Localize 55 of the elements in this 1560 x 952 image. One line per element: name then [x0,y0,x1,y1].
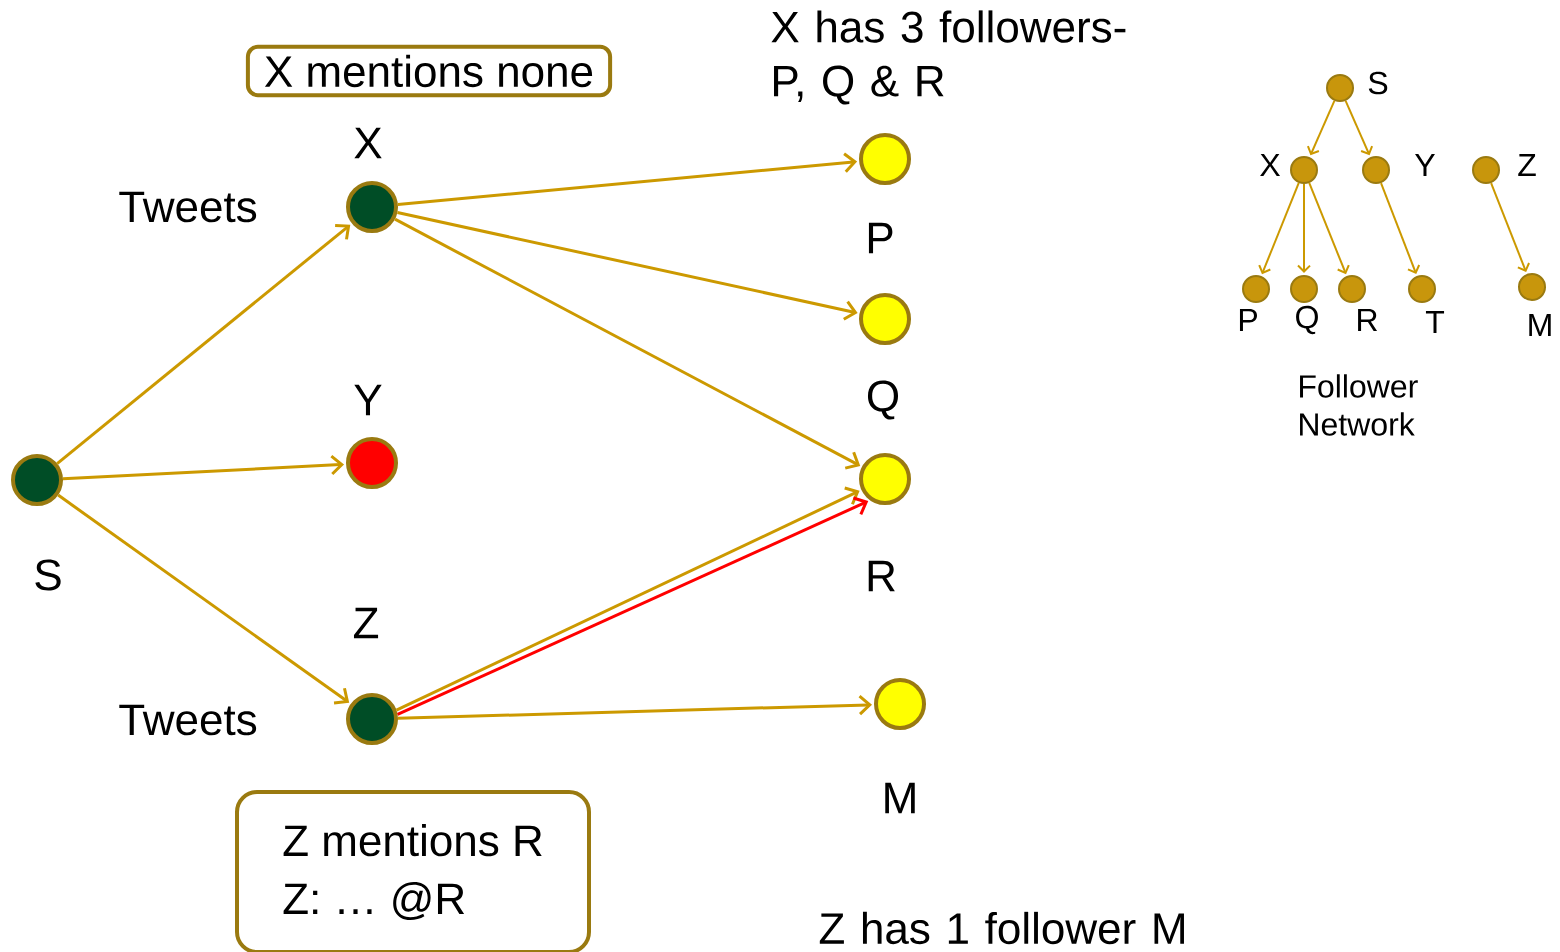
arrow [397,152,858,207]
node-label: R [1358,309,1378,331]
arrow [1490,182,1531,273]
node-label: Y [1415,154,1435,176]
circle-node [859,453,911,505]
tree-node [1290,156,1318,184]
text-box: X mentions none [245,44,613,98]
arrow [1344,99,1374,156]
text-box: Z mentions R Z: … @R [235,790,591,952]
tree-node [1242,275,1270,303]
node-label: X [354,127,382,159]
circle-node [346,693,398,745]
node-label: Z [354,607,379,639]
tree-node [1472,156,1500,184]
arrow [394,217,861,470]
circle-node [346,181,398,233]
arrow [62,454,345,481]
circle-node [859,293,911,345]
node-label: P [1239,309,1257,331]
arrow [397,211,858,321]
node-label: Z [1518,154,1536,176]
node-label: Q [867,380,898,420]
tree-node [1338,275,1366,303]
arrow [1380,182,1421,275]
circle-node [346,437,398,489]
caption: Follower Network [1300,374,1418,436]
circle-node [11,454,63,506]
tree-node [1362,156,1390,184]
tree-node [1290,275,1318,303]
tree-node [1326,74,1354,102]
node-label: M [1529,314,1551,336]
node-label: S [1368,71,1388,95]
arrow [1308,182,1350,275]
arrow [56,223,351,465]
arrow [1297,183,1311,273]
node-label: M [885,782,915,814]
tree-node [1518,273,1546,301]
node-label: P [868,222,893,254]
arrow [397,695,873,720]
node-label: X [1260,154,1280,176]
node-label: S [35,559,61,591]
node-label: R [868,560,895,592]
circle-node [859,133,911,185]
tree-node [1408,275,1436,303]
node-label: Q [1296,305,1318,335]
node-label: T [1425,311,1445,333]
edge-label: Tweets [116,189,260,225]
note: X has 3 followers- P, Q & R [771,10,1126,105]
circle-node [874,678,926,730]
arrow [1258,182,1300,275]
node-label: Y [354,384,382,416]
note: Z has 1 follower M [819,911,1184,945]
arrow [1306,99,1336,156]
edge-label: Tweets [116,702,260,738]
arrow [57,493,350,705]
